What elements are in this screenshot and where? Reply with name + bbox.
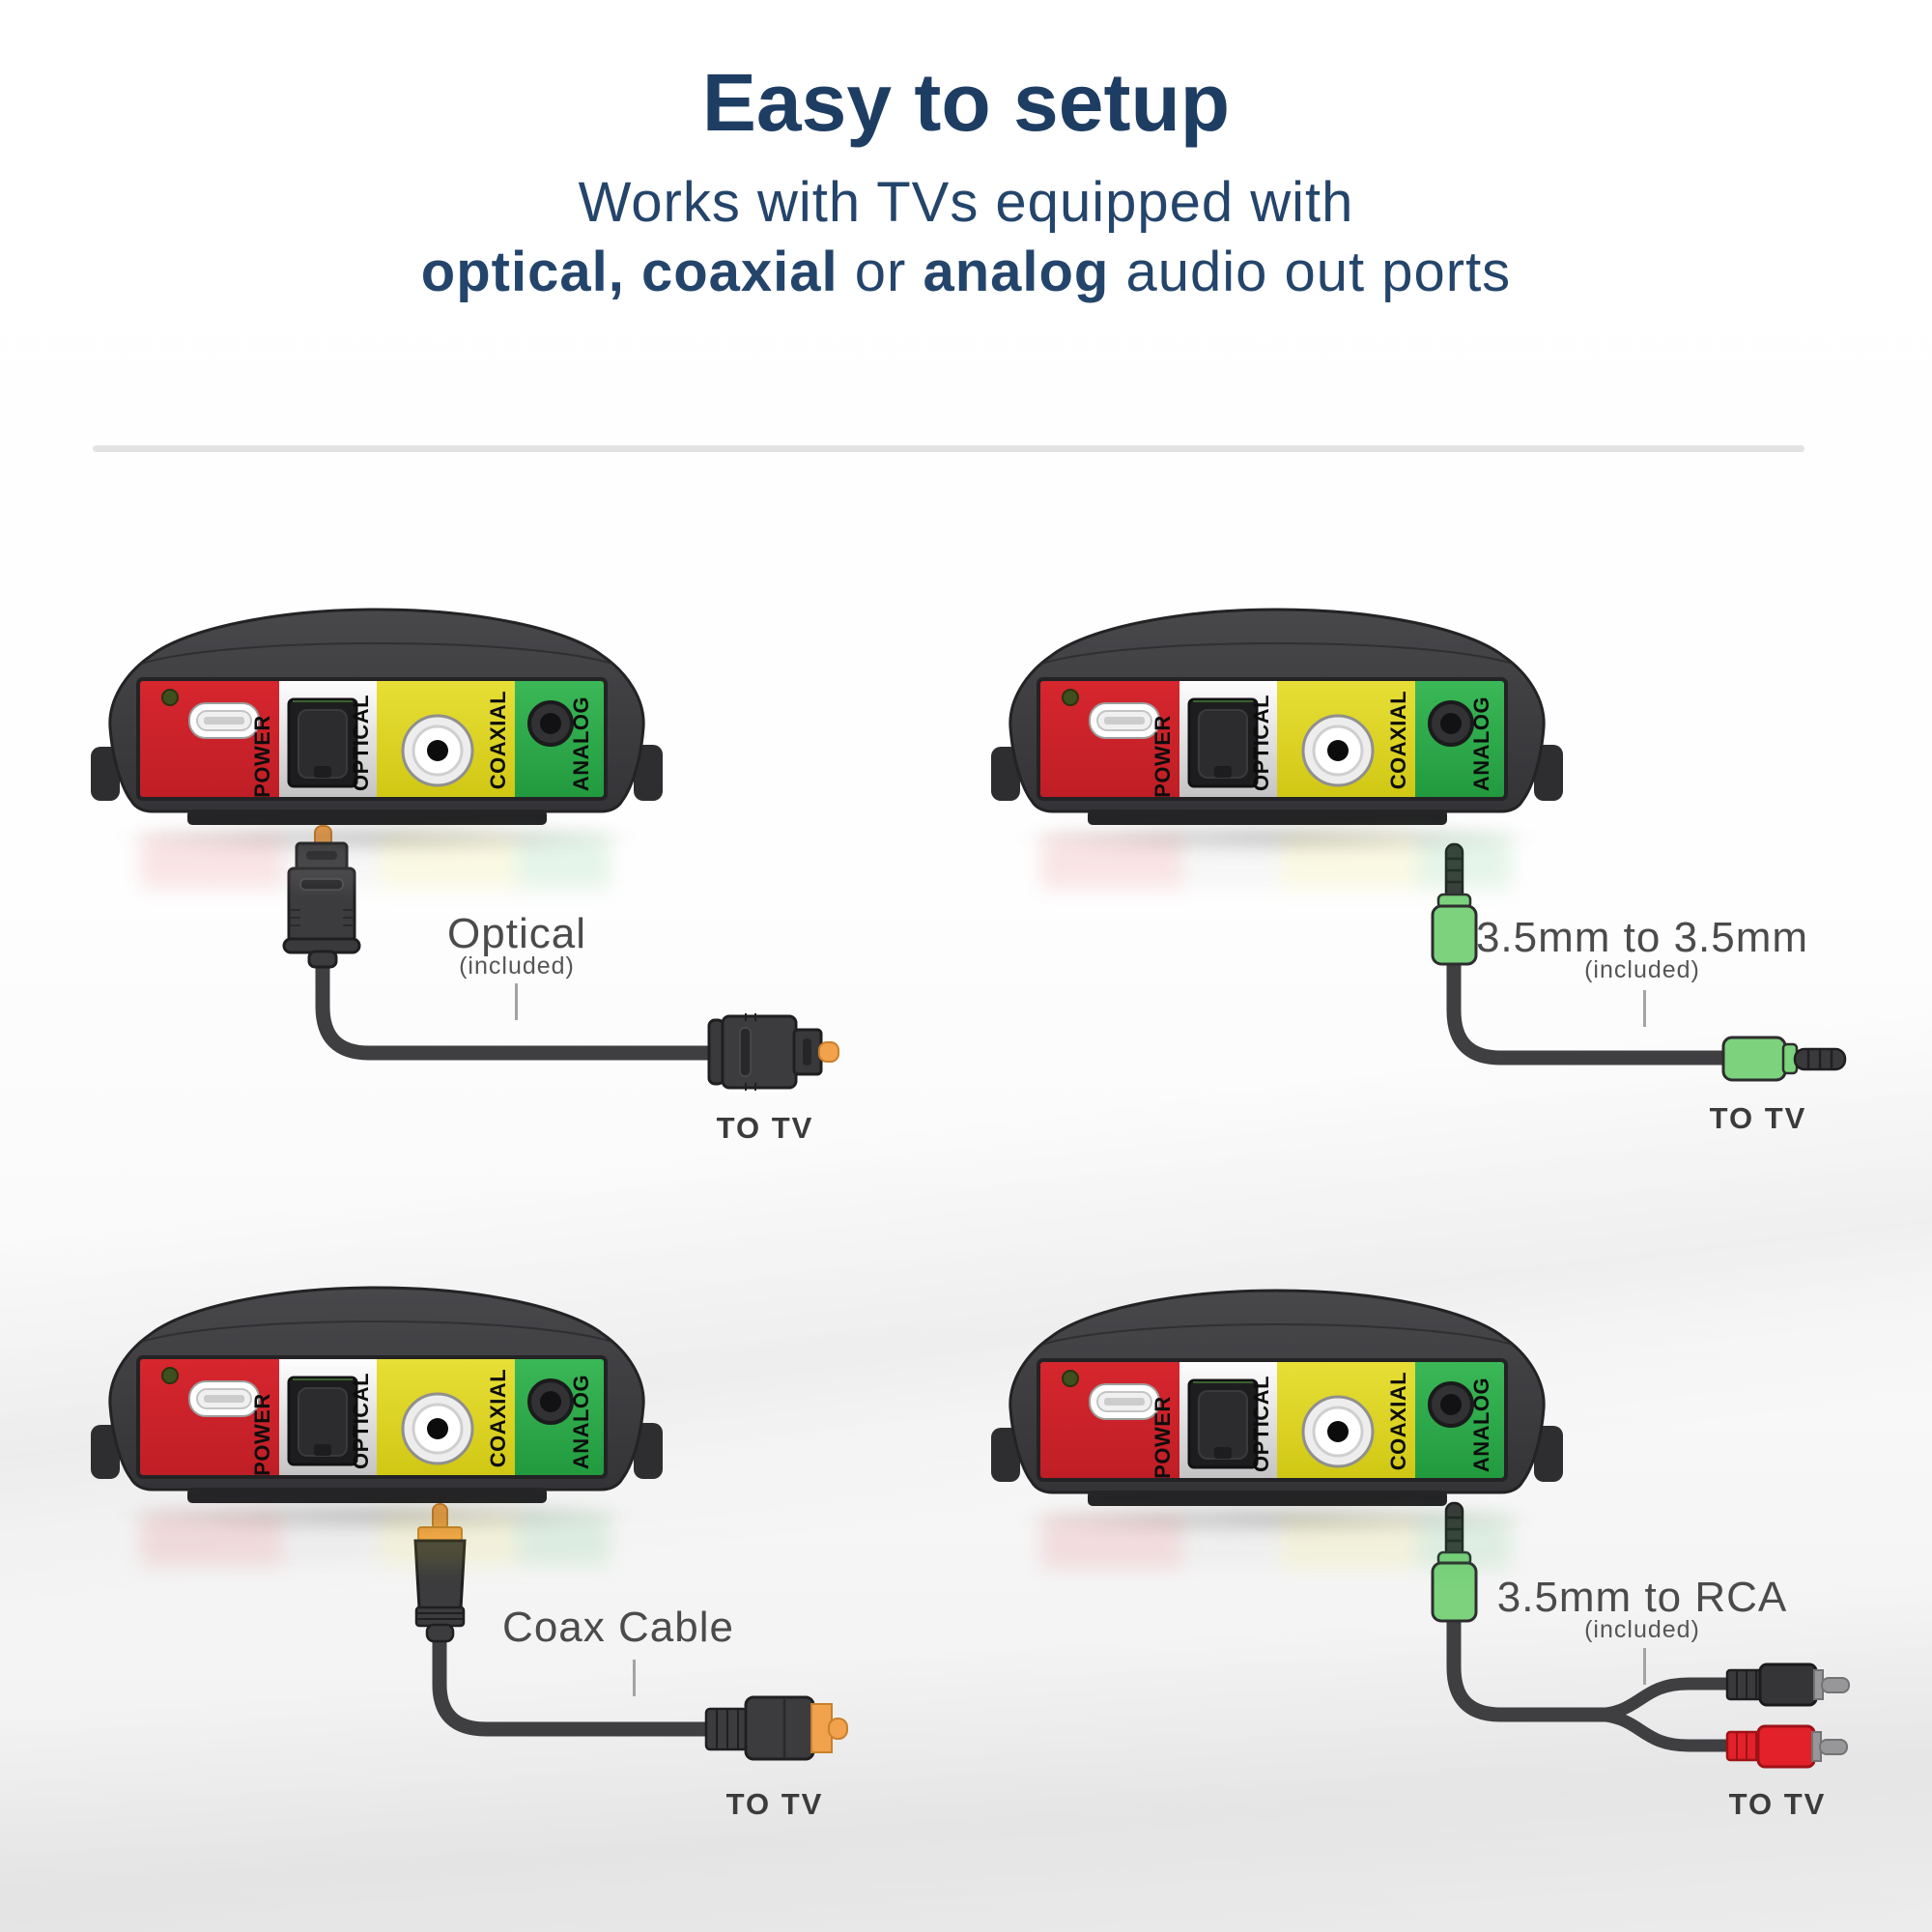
coaxial-port-icon [401,714,474,787]
device-shadow [106,818,647,857]
device-foot [187,810,547,825]
port-label-analog: ANALOG [1469,696,1493,791]
device-left-nub [91,1425,120,1479]
to-tv-label-rca: TO TV [1728,1787,1827,1821]
panel-frame [136,1355,608,1479]
divider-line [93,445,1804,452]
panel-frame [1037,677,1508,801]
port-label-analog: ANALOG [569,696,593,791]
page-title: Easy to setup [701,57,1231,148]
analog-port-icon [527,1378,574,1425]
device-dome-seam [1040,642,1514,665]
cable-included-optical: (included) [459,952,575,980]
subtitle-bold-analog: analog [923,241,1110,303]
optical-port-icon [287,697,358,788]
port-label-power: POWER [250,715,274,798]
port-label-coaxial: COAXIAL [1386,1372,1410,1471]
power-led-icon [161,1367,179,1384]
device-reflection [1041,1515,1511,1569]
optical-port-icon [287,1376,358,1466]
to-tv-label-optical: TO TV [716,1111,814,1145]
cable-included-rca: (included) [1584,1616,1700,1643]
analog-port-icon [1428,700,1474,747]
power-port-icon [1089,702,1160,739]
power-led-icon [1062,1370,1079,1387]
cable-included-aux: (included) [1584,956,1700,983]
pointer-line-rca [1643,1648,1646,1685]
device-right-nub [1534,1426,1563,1482]
device-foot [187,1488,547,1503]
port-label-optical: OPTICAL [1249,695,1273,791]
device-dome-seam [140,642,613,665]
panel-frame [1037,1358,1508,1482]
analog-port-icon [1428,1381,1474,1428]
device-svg: POWER OPTICAL COAXIAL ANALOG [91,1286,663,1503]
device-right-nub [634,745,663,801]
port-label-optical: OPTICAL [349,1373,373,1469]
port-label-coaxial: COAXIAL [1386,691,1410,790]
pointer-line-aux [1643,990,1646,1027]
device-dome-seam [1040,1323,1514,1346]
cable-label-coax: Coax Cable [502,1604,734,1651]
subtitle-line-1: Works with TVs equipped with [578,171,1354,234]
power-port-icon [1089,1383,1160,1420]
subtitle-or: or [838,241,923,303]
port-label-analog: ANALOG [569,1375,593,1469]
device-reflection [1041,834,1511,888]
port-label-analog: ANALOG [1469,1378,1493,1472]
cable-label-rca: 3.5mm to RCA [1496,1574,1788,1621]
device-shadow [1007,818,1548,857]
device-left-nub [91,747,120,801]
device-bottom-left: POWER OPTICAL COAXIAL ANALOG [87,1282,667,1566]
device-svg: POWER OPTICAL COAXIAL ANALOG [991,1289,1563,1506]
power-port-icon [188,702,260,739]
subtitle-audio-out-ports: audio out ports [1109,241,1512,303]
pointer-line-optical [515,983,518,1020]
device-left-nub [991,747,1020,801]
port-label-optical: OPTICAL [349,695,373,791]
to-tv-label-coax: TO TV [725,1787,824,1821]
port-label-power: POWER [1151,1396,1175,1479]
port-label-coaxial: COAXIAL [486,1369,510,1468]
port-label-power: POWER [1151,715,1175,798]
coaxial-port-icon [1301,1395,1375,1468]
device-foot [1088,1491,1447,1506]
device-left-nub [991,1428,1020,1482]
port-label-coaxial: COAXIAL [486,691,510,790]
device-foot [1088,810,1447,825]
device-reflection [141,834,611,888]
device-right-nub [1534,745,1563,801]
power-led-icon [161,689,179,706]
device-svg: POWER OPTICAL COAXIAL ANALOG [991,608,1563,825]
panel-frame [136,677,608,801]
device-reflection [141,1512,611,1566]
optical-port-icon [1187,697,1259,788]
analog-port-icon [527,700,574,747]
cable-label-optical: Optical [447,910,586,957]
device-bottom-right: POWER OPTICAL COAXIAL ANALOG [987,1285,1567,1569]
cable-label-aux: 3.5mm to 3.5mm [1475,914,1809,961]
device-right-nub [634,1423,663,1479]
to-tv-label-aux: TO TV [1709,1101,1807,1135]
port-label-power: POWER [250,1393,274,1476]
power-port-icon [188,1380,260,1417]
pointer-line-coax [633,1660,636,1696]
subtitle-line-2: optical, coaxial or analog audio out por… [0,240,1932,304]
optical-port-icon [1187,1378,1259,1469]
device-top-left: POWER OPTICAL COAXIAL ANALOG [87,604,667,888]
device-top-right: POWER OPTICAL COAXIAL ANALOG [987,604,1567,888]
device-dome-seam [140,1321,613,1343]
power-led-icon [1062,689,1079,706]
subtitle-bold-optical-coaxial: optical, coaxial [420,241,838,303]
port-label-optical: OPTICAL [1249,1376,1273,1472]
coaxial-port-icon [401,1392,474,1465]
device-svg: POWER OPTICAL COAXIAL ANALOG [91,608,663,825]
device-shadow [106,1496,647,1535]
coaxial-port-icon [1301,714,1375,787]
device-shadow [1007,1499,1548,1538]
